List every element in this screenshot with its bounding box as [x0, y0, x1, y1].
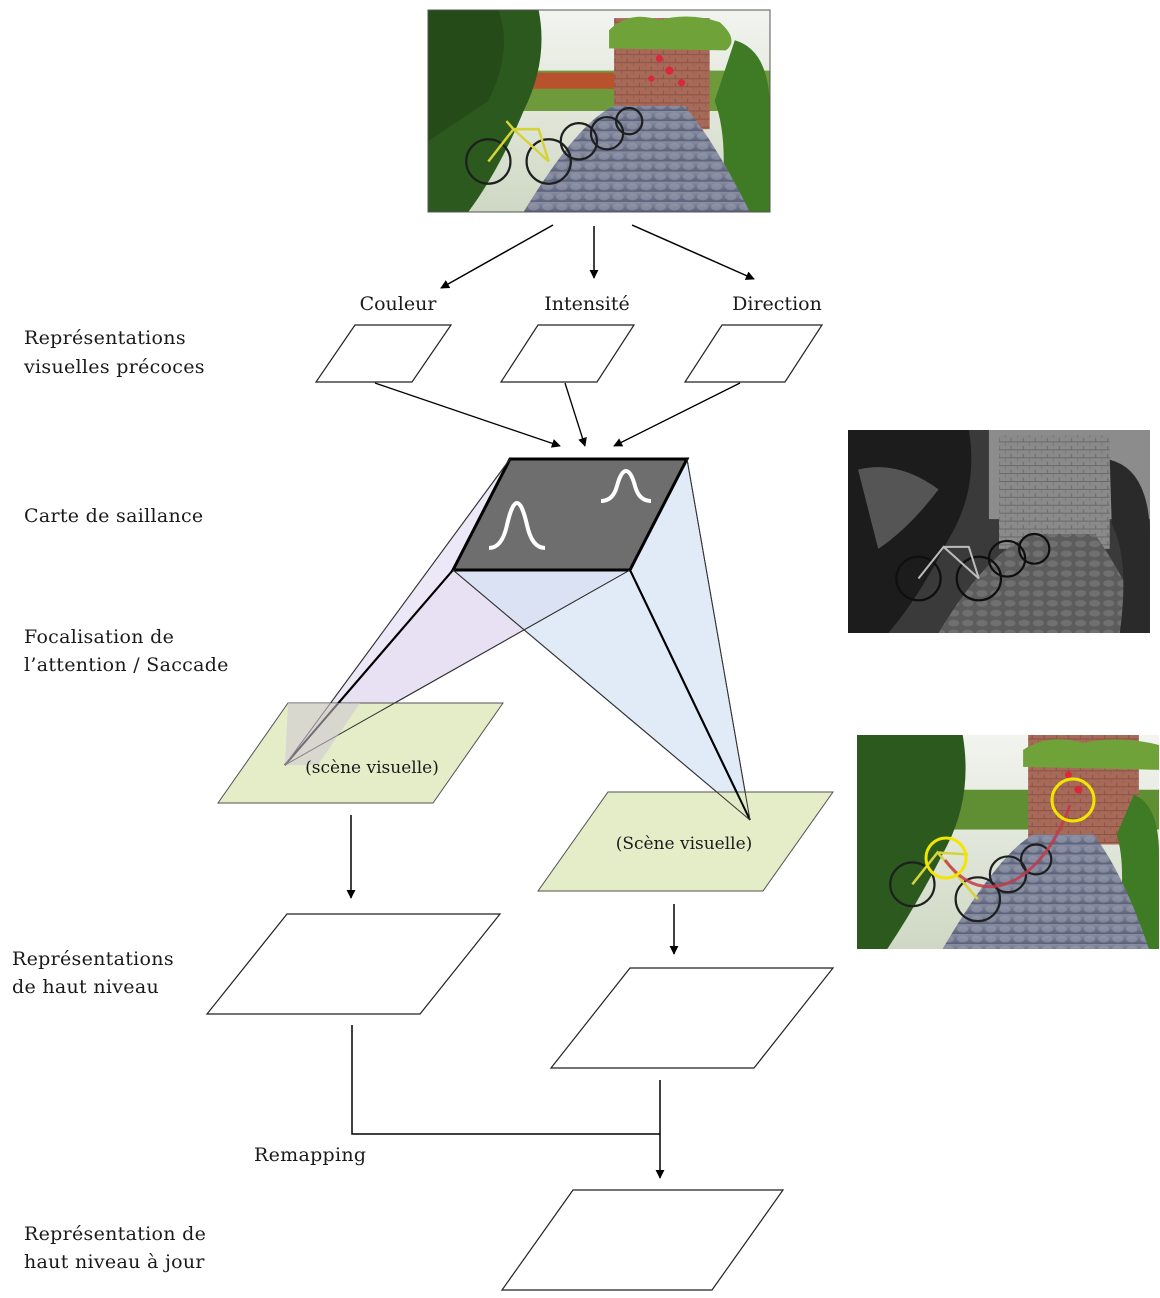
fixation-circle-1: [924, 836, 968, 880]
label-attention-2: l’attention / Saccade: [24, 654, 229, 676]
label-high-level-1: Représentations: [12, 948, 174, 970]
arrow-direction-to-saliency: [613, 382, 741, 447]
remapping-label: Remapping: [254, 1144, 366, 1166]
saliency-photo: [848, 430, 1150, 633]
fixation-photo: [857, 735, 1159, 949]
arrow-color-to-saliency: [374, 382, 561, 448]
saliency-peak-2: [600, 468, 652, 503]
label-updated-1: Représentation de: [24, 1223, 206, 1245]
saliency-peak-1: [488, 500, 546, 550]
arrow-photo-to-color: [440, 224, 554, 289]
updated-high-level-plane: [500, 1189, 785, 1291]
saccade-path: [943, 804, 1072, 889]
feature-color-label: Couleur: [360, 293, 438, 315]
feature-direction-label: Direction: [732, 293, 822, 315]
scene-plane-right: [537, 791, 834, 892]
fixation-circle-2: [1050, 777, 1096, 823]
feature-map-intensity: [499, 324, 636, 383]
input-scene-photo: [427, 9, 771, 213]
scene-label-left: (scène visuelle): [305, 758, 439, 778]
high-level-plane-left: [205, 913, 502, 1015]
label-early-representations-2: visuelles précoces: [23, 356, 205, 378]
feature-map-color: [314, 324, 453, 383]
scene-plane-left: [217, 702, 504, 804]
remapping-connector: [351, 1025, 660, 1135]
label-saliency-map: Carte de saillance: [24, 505, 203, 527]
label-updated-2: haut niveau à jour: [24, 1251, 205, 1273]
arrow-intensity-to-saliency: [564, 382, 587, 447]
feature-map-direction: [683, 324, 824, 383]
label-high-level-2: de haut niveau: [12, 976, 159, 998]
label-attention-1: Focalisation de: [24, 626, 174, 648]
high-level-plane-right: [549, 967, 835, 1069]
scene-label-right: (Scène visuelle): [616, 834, 753, 854]
feature-intensity-label: Intensité: [544, 293, 630, 315]
label-early-representations-1: Représentations: [24, 327, 186, 349]
arrow-photo-to-direction: [631, 224, 755, 280]
